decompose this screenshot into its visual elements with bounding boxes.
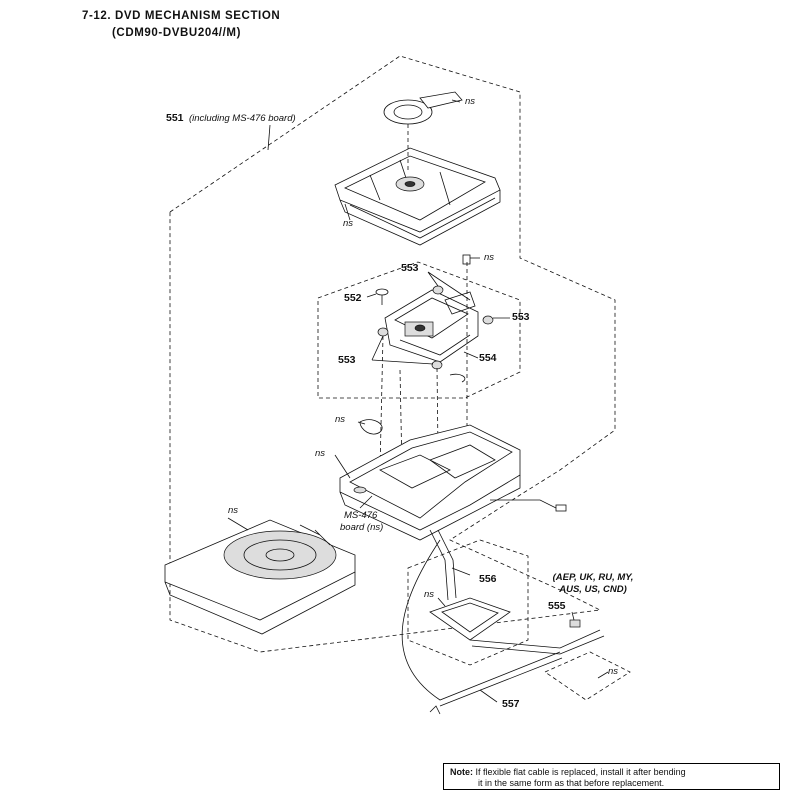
guide-lines (379, 262, 468, 471)
label-ns-bottom-right: ns (608, 666, 619, 677)
screw-552 (366, 288, 389, 305)
assembly-551-dashed-outline (169, 55, 616, 653)
label-551: 551 (166, 112, 184, 124)
model-number: (CDM90-DVBU204//M) (112, 27, 242, 39)
note-line2: it in the same form as that before repla… (478, 778, 665, 788)
label-554: 554 (479, 352, 497, 364)
label-ns-clamp: ns (465, 96, 476, 107)
label-ns-board: ns (424, 589, 435, 600)
note-line1: If flexible flat cable is replaced, inst… (475, 767, 686, 777)
label-ns-loader: ns (228, 505, 239, 516)
pickup-assembly-dashed-outline (317, 261, 521, 399)
connector-555 (569, 619, 581, 628)
label-553-right: 553 (512, 311, 530, 323)
ms476-board (429, 597, 511, 641)
label-leaders (227, 99, 609, 703)
ns-board-dashed (544, 651, 631, 701)
label-regions-line2: AUS, US, CND) (559, 584, 627, 595)
label-ms476-line2: board (ns) (340, 522, 384, 533)
label-regions: (AEP, UK, RU, MY, AUS, US, CND) (538, 572, 648, 596)
insulator-553-group (371, 271, 510, 370)
cable-556 (429, 529, 457, 601)
label-557: 557 (502, 698, 520, 710)
note-prefix: Note: (450, 767, 473, 777)
label-556: 556 (479, 573, 497, 585)
label-ns-tray: ns (343, 218, 354, 229)
disc-clamp (383, 91, 463, 170)
label-553-left: 553 (338, 354, 356, 366)
mechanism-chassis (339, 373, 567, 541)
flat-cable-557 (401, 539, 605, 715)
cable-area-dashed-outline (407, 539, 529, 666)
disc-tray (334, 147, 501, 246)
label-ns-chassis: ns (315, 448, 326, 459)
label-552: 552 (344, 292, 362, 304)
label-regions-line1: (AEP, UK, RU, MY, (552, 572, 634, 583)
label-ns-spring: ns (335, 414, 346, 425)
dvd-loader-tray (164, 519, 356, 635)
optical-pickup-554 (384, 289, 479, 363)
replacement-note: Note: If flexible flat cable is replaced… (443, 763, 780, 790)
label-551-note: (including MS-476 board) (189, 113, 296, 124)
label-553-top: 553 (401, 262, 419, 274)
label-555: 555 (548, 600, 566, 612)
label-ms476-line1: MS-476 (344, 510, 378, 521)
section-title: 7-12. DVD MECHANISM SECTION (82, 10, 281, 22)
label-ns-screw: ns (484, 252, 495, 263)
screw-ns-top (462, 254, 480, 265)
